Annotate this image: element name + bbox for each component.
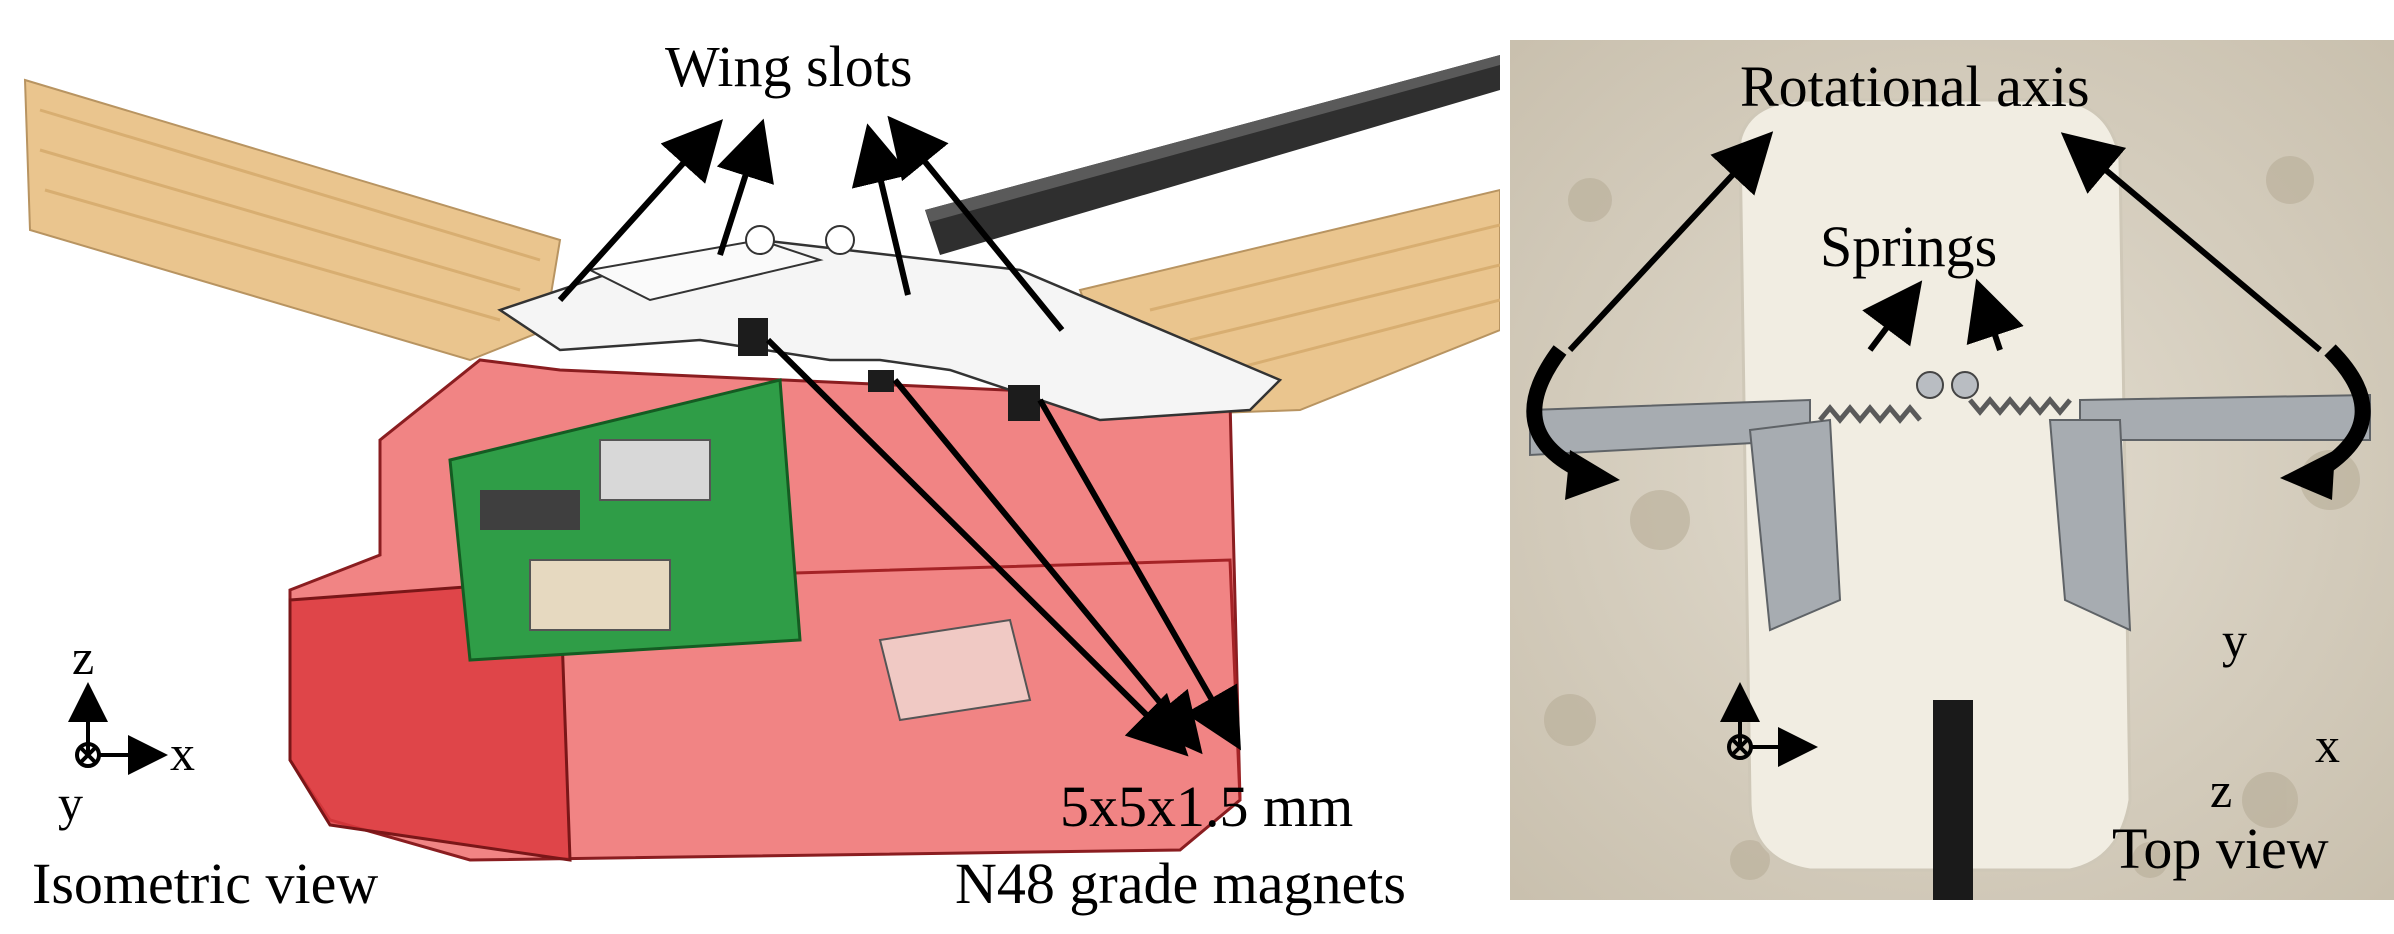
right-rotation-arrow <box>2315 344 2371 477</box>
left-rotation-arrow <box>1526 345 1584 478</box>
top-axis-x-label: x <box>2315 717 2340 773</box>
isometric-view-panel: Wing slots 5x5x1.5 mm N48 grade magnets … <box>23 34 1500 916</box>
rotational-axis-label: Rotational axis <box>1740 54 2090 119</box>
isometric-illustration <box>23 55 1500 862</box>
iso-axis-z-label: z <box>72 629 95 685</box>
right-spring <box>1968 396 2072 416</box>
circuit-board <box>448 378 802 662</box>
magnet-arrows <box>765 337 1241 757</box>
top-view-label: Top view <box>2112 816 2329 881</box>
isometric-axis-triad <box>68 682 168 775</box>
magnet-left <box>738 318 768 356</box>
iso-axis-y-label: y <box>58 775 83 831</box>
left-rotation-arrowhead <box>1565 450 1620 500</box>
isometric-view-label: Isometric view <box>32 851 379 916</box>
magnets-grade-label: N48 grade magnets <box>955 851 1406 916</box>
wing-slot-arrows <box>557 115 1065 332</box>
top-axis-y-label: y <box>2222 612 2247 668</box>
left-spring <box>1818 404 1922 424</box>
top-view-photo <box>1510 40 2394 900</box>
left-metal-arm <box>1529 398 1842 632</box>
granite-speckles <box>1544 156 2360 880</box>
top-view-panel: Rotational axis Springs Top view y x z <box>1510 0 2394 934</box>
rotational-axis-arrows <box>1567 131 2322 353</box>
magnets-size-label: 5x5x1.5 mm <box>1060 774 1354 839</box>
mount-body <box>1738 98 2132 872</box>
spring-arrows <box>1862 278 2024 352</box>
right-metal-arm <box>2048 393 2371 632</box>
wing-slots-label: Wing slots <box>665 34 913 99</box>
springs-label: Springs <box>1820 214 1998 279</box>
carbon-rod <box>925 55 1500 255</box>
magnet-right <box>1008 385 1040 421</box>
top-view-axis-triad <box>1720 682 1818 767</box>
screw-right <box>1951 371 1979 399</box>
drive-rod <box>1933 700 1973 900</box>
wing-mount <box>497 225 1283 422</box>
top-axis-z-label: z <box>2210 762 2233 818</box>
screw-left <box>1916 371 1944 399</box>
left-wing <box>23 78 562 362</box>
magnet-center <box>868 370 894 392</box>
servo-box <box>878 618 1032 722</box>
iso-axis-x-label: x <box>170 725 195 781</box>
right-rotation-arrowhead <box>2280 450 2335 500</box>
